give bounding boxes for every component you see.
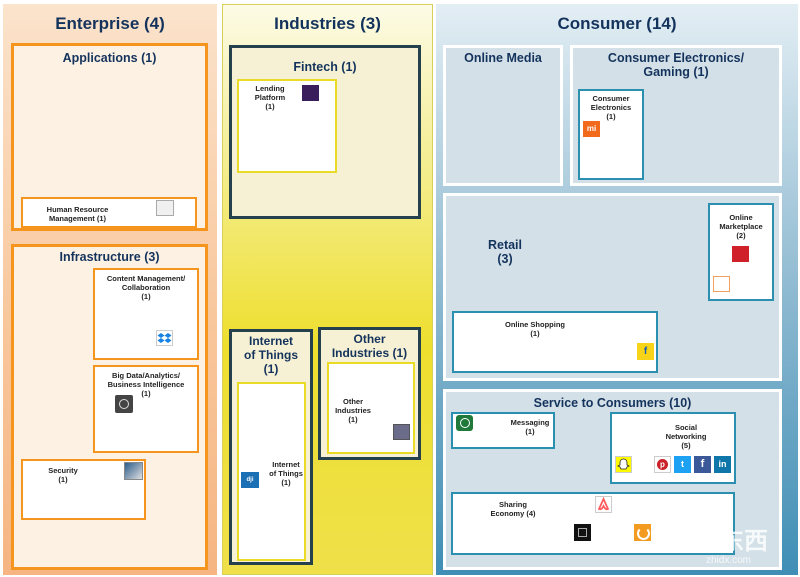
other-industries-logo-icon xyxy=(393,424,410,440)
flipkart-logo-icon: f xyxy=(637,343,654,360)
watermark-logo: 智东西 zhidx.com xyxy=(676,519,796,571)
applications-title: Applications (1) xyxy=(62,51,157,65)
marketplace-logo-icon xyxy=(732,246,749,262)
iot-title: Internet of Things (1) xyxy=(244,334,298,376)
workday-logo-icon xyxy=(156,200,174,216)
airbnb-logo-icon xyxy=(595,496,612,513)
iot-inner-label: Internet of Things (1) xyxy=(269,460,303,487)
security-logo-icon xyxy=(124,462,143,480)
industries-title: Industries (3) xyxy=(274,14,381,33)
dropbox-logo-icon xyxy=(156,330,173,346)
pinterest-logo-icon: p xyxy=(654,456,671,473)
online-media-box xyxy=(443,45,563,186)
infrastructure-title: Infrastructure (3) xyxy=(59,250,160,264)
other-industries-inner-label: Other Industries (1) xyxy=(335,397,371,424)
online-marketplace-label: Online Marketplace (2) xyxy=(719,213,763,240)
enterprise-title: Enterprise (4) xyxy=(55,14,165,33)
big-data-label: Big Data/Analytics/ Business Intelligenc… xyxy=(107,371,185,398)
sharing-economy-label: Sharing Economy (4) xyxy=(490,500,536,518)
service-to-consumers-title: Service to Consumers (10) xyxy=(533,396,692,410)
sharing-economy-box xyxy=(451,492,735,555)
consumer-electronics-inner-label: Consumer Electronics (1) xyxy=(590,94,632,121)
analytics-logo-icon xyxy=(115,395,133,413)
didi-logo-icon xyxy=(634,524,651,541)
online-shopping-box xyxy=(452,311,658,373)
consumer-electronics-title: Consumer Electronics/ Gaming (1) xyxy=(607,51,745,80)
hr-management-label: Human Resource Management (1) xyxy=(46,205,109,223)
lending-platform-box xyxy=(237,79,337,173)
consumer-title: Consumer (14) xyxy=(557,14,677,33)
other-industries-title: Other Industries (1) xyxy=(331,332,408,360)
fintech-title: Fintech (1) xyxy=(293,60,357,74)
xiaomi-logo-icon: mi xyxy=(583,121,600,137)
iot-inner-box xyxy=(237,382,306,561)
twitter-logo-icon: t xyxy=(674,456,691,473)
messaging-label: Messaging (1) xyxy=(510,418,550,436)
online-shopping-label: Online Shopping (1) xyxy=(505,320,565,338)
whatsapp-logo-icon xyxy=(456,415,473,431)
linkedin-logo-icon: in xyxy=(714,456,731,473)
facebook-logo-icon: f xyxy=(694,456,711,473)
content-management-label: Content Management/ Collaboration (1) xyxy=(106,274,186,301)
content-management-box xyxy=(93,268,199,360)
snapchat-logo-icon xyxy=(615,456,632,473)
dji-logo-icon: dji xyxy=(241,472,259,488)
online-media-title: Online Media xyxy=(464,51,542,65)
lending-platform-label: Lending Platform (1) xyxy=(254,84,286,111)
retail-title: Retail (3) xyxy=(487,238,523,267)
big-data-box xyxy=(93,365,199,453)
security-label: Security (1) xyxy=(48,466,78,484)
social-networking-label: Social Networking (5) xyxy=(665,423,707,450)
marketplace-logo-2-icon xyxy=(713,276,730,292)
lending-logo-icon xyxy=(302,85,319,101)
watermark-sub: zhidx.com xyxy=(706,555,752,566)
uber-logo-icon xyxy=(574,524,591,541)
watermark-main: 智东西 xyxy=(696,527,768,555)
